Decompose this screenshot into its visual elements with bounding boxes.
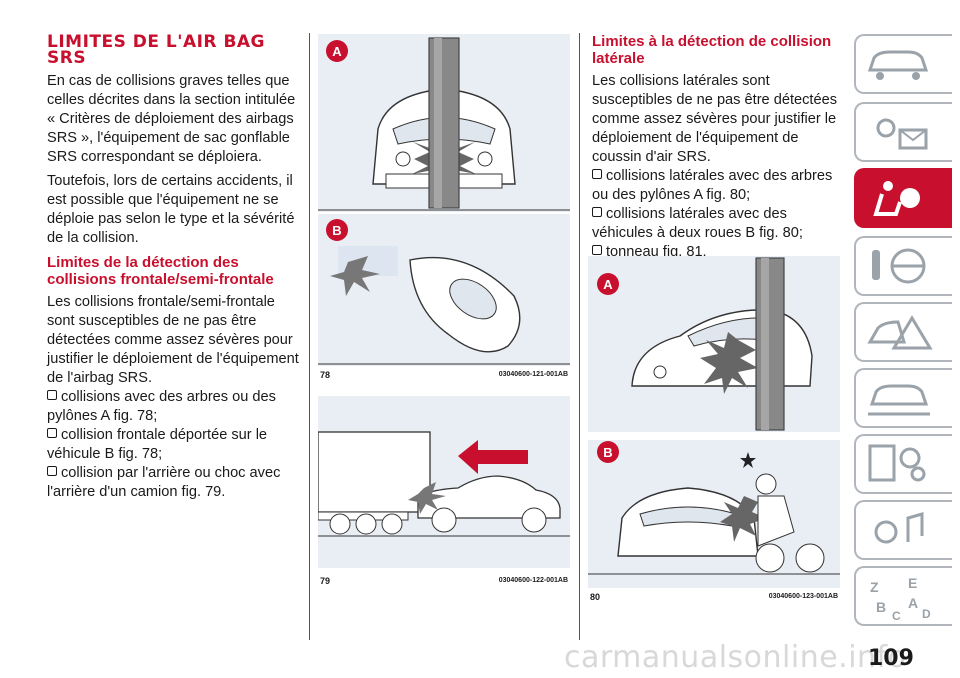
svg-text:E: E	[908, 575, 917, 591]
column-divider	[579, 33, 580, 640]
figure-80-code: 03040600-123-001AB	[768, 593, 838, 600]
checkbox-icon	[47, 390, 57, 400]
sidebar-item-technical-data[interactable]	[854, 434, 952, 494]
figure-78-number: 78	[320, 370, 331, 380]
figure-79-illustration	[317, 396, 570, 568]
checkbox-icon	[47, 428, 57, 438]
bullet-item: collision frontale déportée sur le véhic…	[47, 427, 268, 462]
intro-paragraph-2: Toutefois, lors de certains accidents, i…	[47, 173, 295, 246]
svg-text:C: C	[892, 609, 901, 623]
svg-text:A: A	[908, 595, 918, 611]
svg-text:B: B	[876, 599, 886, 615]
figure-80-number: 80	[590, 592, 601, 602]
label-a: A	[332, 44, 342, 59]
bullet-item: collisions latérales avec des véhicules …	[592, 206, 803, 241]
figure-78-illustration: A B	[318, 34, 570, 366]
figure-80: A B 80 03040600-123-001AB	[588, 256, 840, 606]
watermark: carmanualsonline.info	[564, 640, 907, 675]
bullet-item: collisions avec des arbres ou des pylône…	[47, 389, 276, 424]
figure-80-illustration: A B	[588, 256, 840, 588]
figure-78: A B 78 03040600-121-001AB	[318, 34, 570, 380]
label-a: A	[603, 277, 613, 292]
left-column: LIMITES DE L'AIR BAG SRS En cas de colli…	[47, 34, 299, 502]
sidebar-item-warning-lights[interactable]	[854, 102, 952, 162]
car-icon	[867, 50, 929, 80]
page-number: 109	[868, 646, 914, 671]
checkbox-icon	[592, 207, 602, 217]
emergency-icon	[867, 315, 933, 350]
right-column: Limites à la détection de collision laté…	[592, 33, 844, 262]
figure-79-code: 03040600-122-001AB	[498, 577, 568, 584]
sidebar-item-maintenance[interactable]	[854, 368, 952, 428]
intro-paragraph: En cas de collisions graves telles que c…	[47, 73, 296, 165]
side-body: Les collisions latérales sont susceptibl…	[592, 73, 838, 165]
bullet-item: collisions latérales avec des arbres ou …	[592, 168, 833, 203]
sidebar-item-safety[interactable]	[854, 168, 952, 228]
side-subtitle: Limites à la détection de collision laté…	[592, 33, 832, 67]
svg-text:D: D	[922, 607, 931, 621]
section-title: LIMITES DE L'AIR BAG SRS	[47, 32, 266, 68]
steering-wheel-icon	[872, 248, 926, 284]
figure-78-code: 03040600-121-001AB	[498, 371, 568, 378]
figure-79-number: 79	[320, 576, 331, 586]
figure-79: 79 03040600-122-001AB	[317, 396, 570, 590]
warning-light-icon	[876, 118, 928, 150]
airbag-seat-icon	[873, 181, 920, 216]
index-letters-icon: Z E B AC D	[870, 575, 931, 623]
checkbox-icon	[592, 245, 602, 255]
gears-icon	[868, 444, 926, 482]
label-b: B	[332, 223, 341, 238]
sidebar-item-vehicle-overview[interactable]	[854, 34, 952, 94]
sidebar-item-emergency[interactable]	[854, 302, 952, 362]
label-b: B	[603, 445, 612, 460]
sidebar-item-multimedia[interactable]	[854, 500, 952, 560]
multimedia-icon	[874, 512, 924, 544]
frontal-subtitle: Limites de la détection des collisions f…	[47, 254, 274, 288]
checkbox-icon	[592, 169, 602, 179]
sidebar-item-starting-driving[interactable]	[854, 236, 952, 296]
bullet-item: collision par l'arrière ou choc avec l'a…	[47, 465, 281, 500]
frontal-body: Les collisions frontale/semi-frontale so…	[47, 294, 299, 386]
checkbox-icon	[47, 466, 57, 476]
svg-text:Z: Z	[870, 579, 879, 595]
car-lift-icon	[868, 384, 930, 416]
column-divider	[309, 33, 310, 640]
